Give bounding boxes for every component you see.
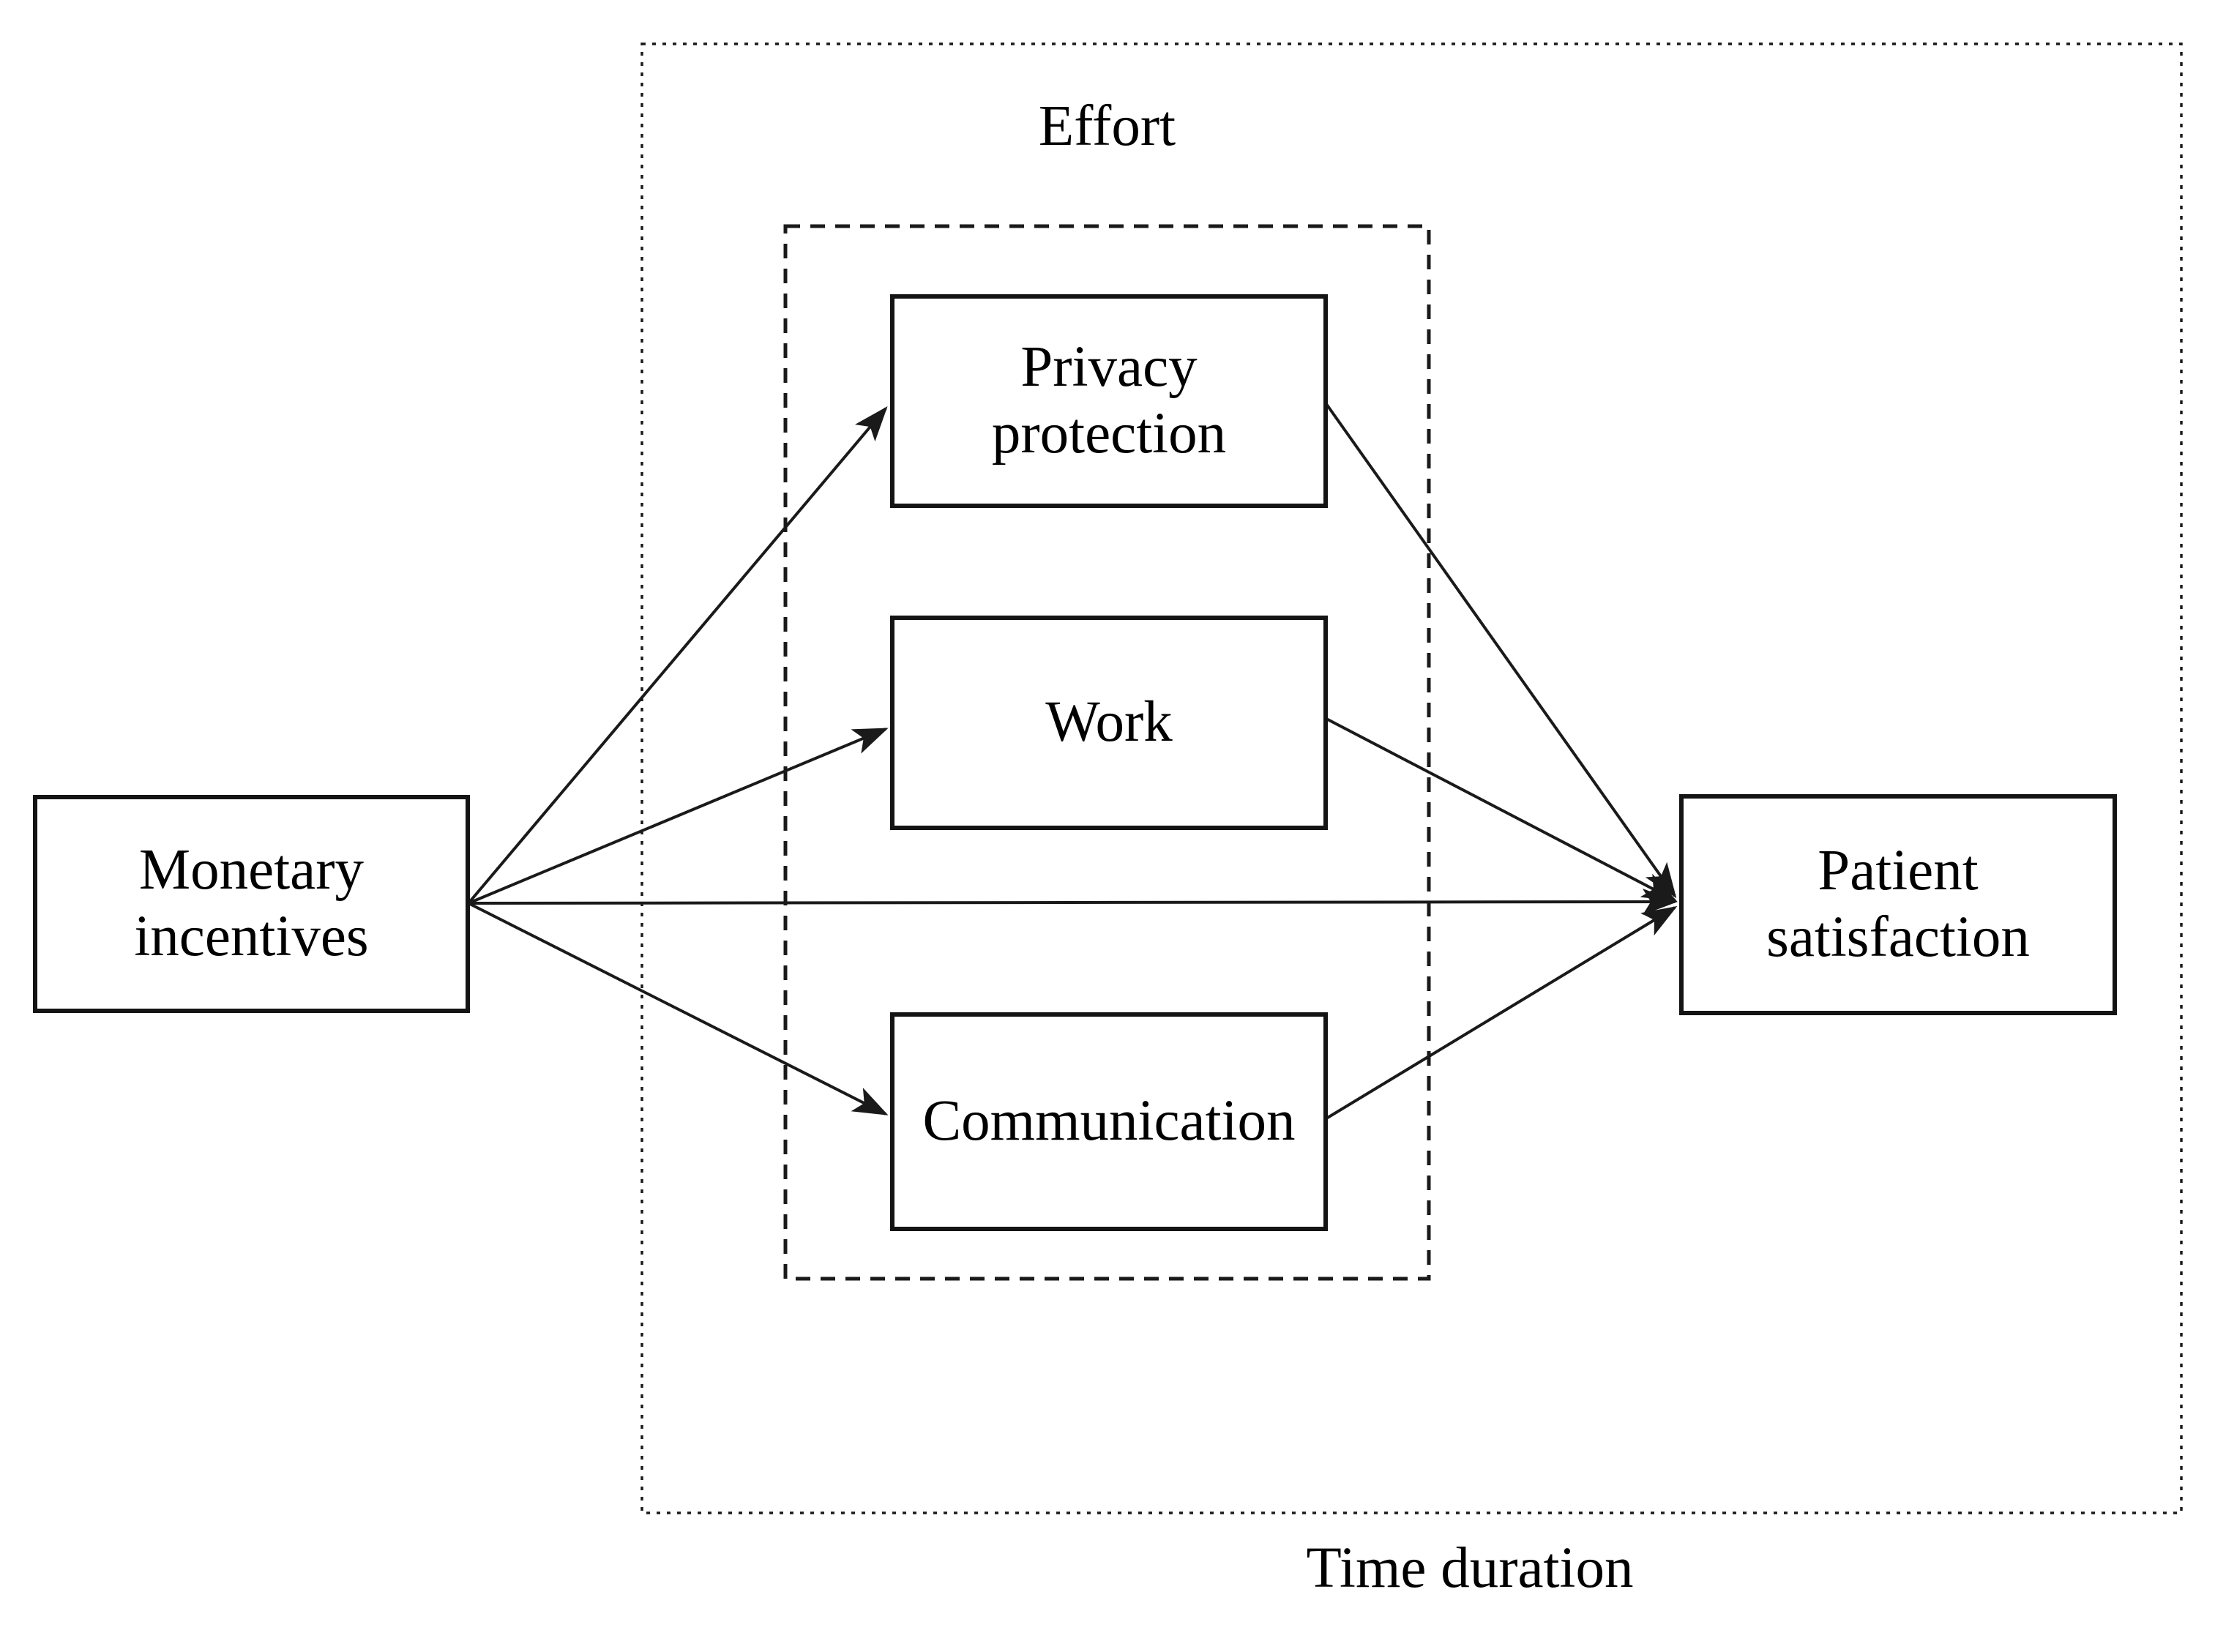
node-monetary-incentives: Monetary incentives (33, 795, 470, 1013)
node-work: Work (890, 616, 1328, 830)
time-duration-group-box (640, 42, 2183, 1514)
edge-monetary-to-communication (468, 902, 889, 1115)
node-patient-satisfaction: Patient satisfaction (1679, 794, 2117, 1015)
time-duration-group-label: Time duration (1306, 1536, 1634, 1600)
node-privacy-protection: Privacy protection (890, 294, 1328, 508)
edge-monetary-to-privacy (467, 405, 888, 905)
node-work-label: Work (1045, 690, 1173, 755)
node-monetary-incentives-label: Monetary incentives (134, 838, 369, 968)
edge-monetary-to-patient (468, 889, 1678, 916)
node-communication-label: Communication (922, 1089, 1296, 1154)
effort-group-box (783, 224, 1431, 1281)
effort-group-label: Effort (1038, 94, 1176, 158)
edge-monetary-to-work (468, 728, 889, 905)
node-privacy-protection-label: Privacy protection (991, 335, 1227, 466)
node-communication: Communication (890, 1012, 1328, 1231)
node-patient-satisfaction-label: Patient satisfaction (1766, 839, 2030, 969)
edge-work-to-patient (1326, 717, 1678, 902)
edge-privacy-to-patient (1325, 403, 1677, 899)
edge-communication-to-patient (1325, 905, 1678, 1120)
